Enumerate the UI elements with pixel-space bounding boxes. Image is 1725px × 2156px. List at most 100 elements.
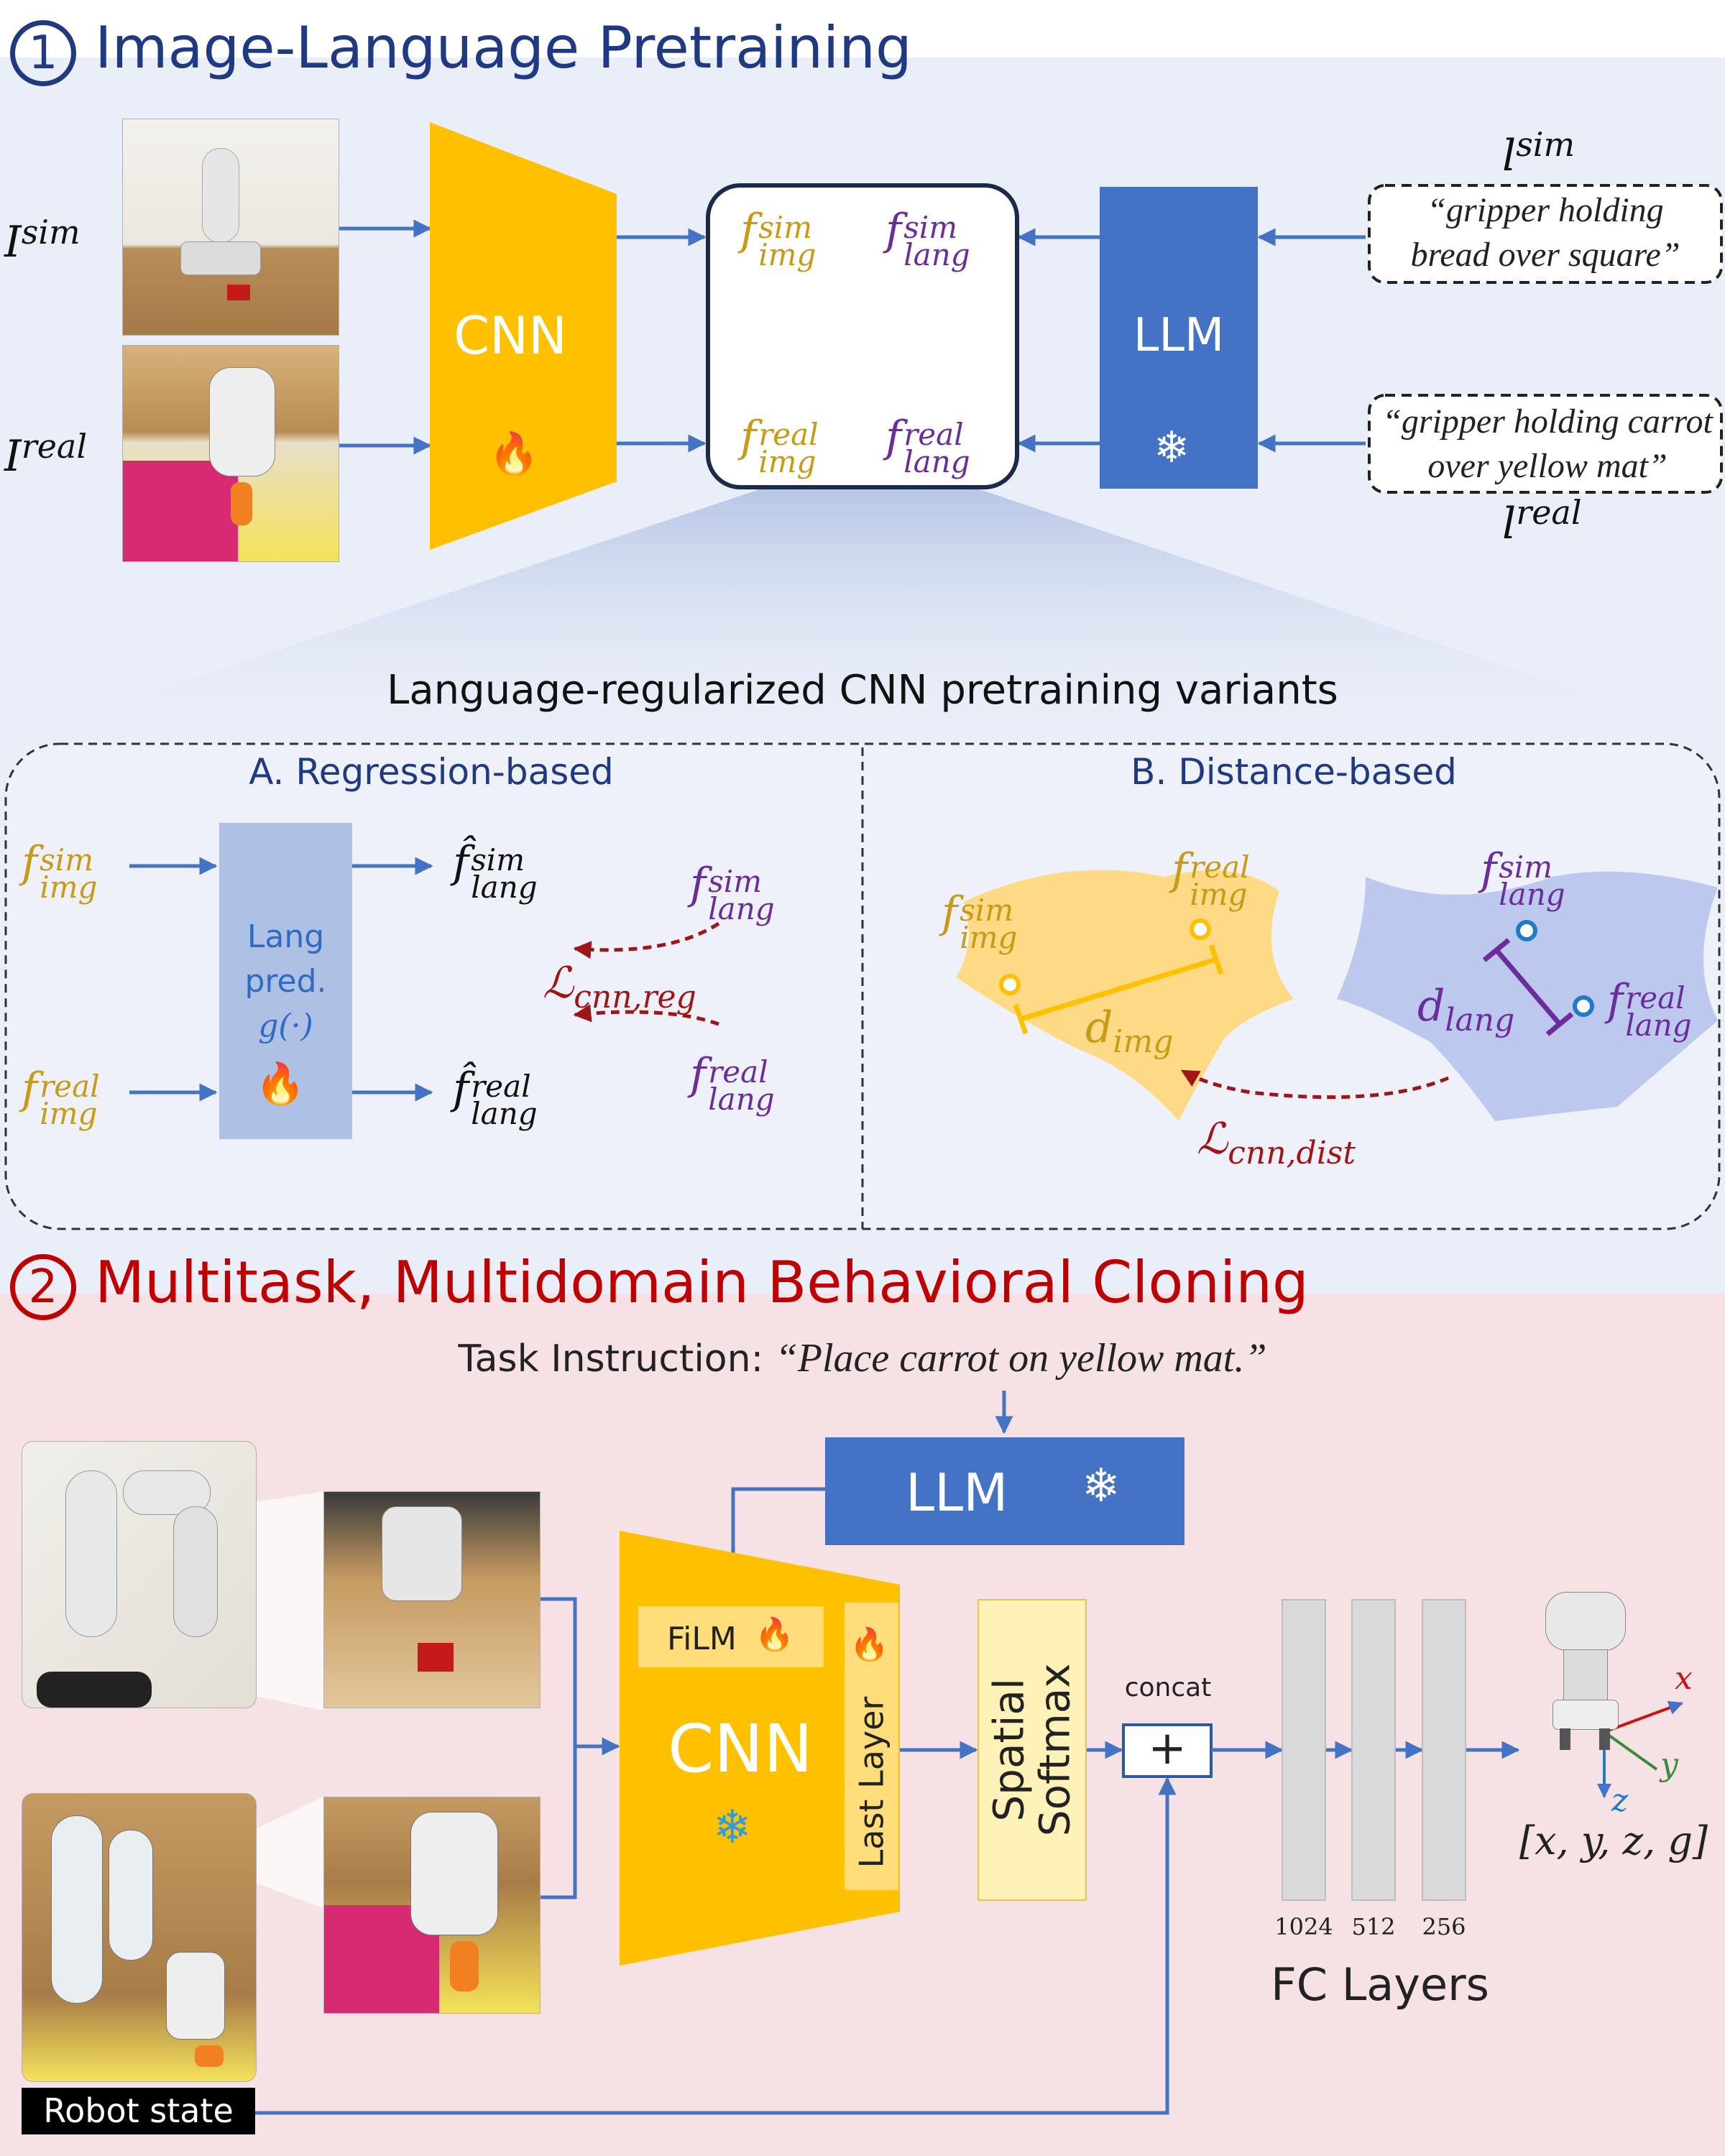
bc-llm-label: LLM — [906, 1462, 1008, 1523]
concat-label: concat — [1124, 1673, 1212, 1703]
fc-layer-512 — [1351, 1599, 1396, 1901]
section1-number: 1 — [28, 27, 58, 80]
real-caption-text: “gripper holding carrot over yellow mat” — [1382, 402, 1713, 486]
features-box — [706, 183, 1019, 489]
bc-cnn-label: CNN — [668, 1710, 813, 1787]
lang-pred-block — [219, 823, 352, 1139]
last-layer-label: Last Layer — [852, 1696, 891, 1869]
last-layer-fire-icon: 🔥 — [850, 1627, 889, 1662]
pretrain-cnn-label: CNN — [454, 305, 567, 366]
lang-pred-line1: Lang — [247, 918, 325, 955]
section2-number: 2 — [28, 1261, 58, 1314]
d-lang-bar — [1494, 948, 1562, 1026]
spatial-softmax-block — [978, 1599, 1087, 1901]
language-feature-surface — [1337, 871, 1718, 1121]
zoom-wedge — [7, 489, 1725, 740]
arrow-sim-cam-to-cnn — [539, 1597, 620, 1756]
d-lang-label: dlang — [1417, 981, 1515, 1038]
fc-layer-1024 — [1282, 1599, 1326, 1901]
film-label: FiLM — [667, 1621, 737, 1657]
bc-cnn-snowflake-icon: ❄ — [713, 1801, 752, 1853]
section1-connectors — [4, 122, 1725, 1230]
distance-title: B. Distance-based — [1131, 751, 1457, 793]
real-camera-view — [323, 1797, 540, 2014]
sim-caption-text: “gripper holding bread over square” — [1410, 191, 1680, 275]
sim-caption-box — [1368, 184, 1723, 284]
film-block — [638, 1606, 824, 1667]
d-img-cap-a — [1013, 1003, 1029, 1035]
axis-x-label: x — [1675, 1660, 1693, 1697]
last-layer-label-wrap: Last Layer — [845, 1674, 898, 1890]
d-lang-cap-b — [1545, 1012, 1574, 1036]
task-instruction: Task Instruction: “Place carrot on yello… — [0, 1335, 1725, 1381]
real-img-point — [1190, 918, 1211, 940]
axis-z-label: z — [1611, 1782, 1629, 1819]
spatial-softmax-line1: Spatial — [984, 1678, 1034, 1822]
lang-real-symbol: lreal — [1502, 493, 1582, 549]
loss-reg-arrow-bottom — [573, 1004, 719, 1026]
regression-title: A. Regression-based — [249, 751, 614, 793]
action-output-label: [x, y, z, g] — [1519, 1818, 1708, 1864]
cnn-trainable-fire-icon: 🔥 — [489, 430, 539, 476]
concat-plus: + — [1148, 1722, 1187, 1775]
loss-dist-arrow — [1180, 1069, 1449, 1100]
real-robot-full-photo — [22, 1793, 257, 2082]
d-lang-cap-a — [1482, 938, 1511, 962]
real-lang-point — [1573, 995, 1594, 1017]
sim-img-point — [999, 974, 1021, 995]
sim-robot-photo — [122, 119, 339, 336]
last-layer-block — [845, 1603, 898, 1890]
pretrain-llm-block — [1100, 187, 1258, 489]
real-robot-photo — [122, 345, 339, 562]
lang-sim-symbol: lsim — [1502, 125, 1576, 181]
lang-pred-line3: g(·) — [258, 1008, 313, 1044]
variants-title: Language-regularized CNN pretraining var… — [387, 667, 1338, 714]
section2-title: Multitask, Multidomain Behavioral Clonin… — [95, 1249, 1309, 1316]
sim-robot-full-photo — [22, 1441, 257, 1708]
arrow-robot-state-to-concat — [252, 1777, 1177, 2115]
fc-size-256: 256 — [1422, 1913, 1466, 1940]
real-zoom-wedge — [255, 1797, 323, 1908]
section1-title: Image-Language Pretraining — [95, 14, 912, 81]
gripper-photo — [1531, 1585, 1646, 1750]
d-img-label: dimg — [1085, 1003, 1174, 1060]
bc-llm-block — [825, 1437, 1184, 1545]
img-real-symbol: Ireal — [4, 427, 88, 482]
loss-cnn-reg: ℒcnn,reg — [543, 958, 696, 1015]
y-axis-arrow — [1603, 1731, 1658, 1771]
loss-cnn-dist: ℒcnn,dist — [1197, 1114, 1356, 1171]
fc-layers-label: FC Layers — [1271, 1958, 1489, 2011]
sim-lang-point — [1516, 920, 1537, 941]
bc-llm-snowflake-icon: ❄ — [1082, 1460, 1121, 1511]
section1-number-badge: 1 — [10, 20, 76, 86]
cnn-trapezoid — [430, 122, 617, 550]
d-img-bar — [1019, 957, 1218, 1022]
sim-zoom-wedge — [255, 1491, 323, 1710]
lang-pred-line2: pred. — [244, 963, 327, 1000]
robot-state-label: Robot state — [22, 2088, 255, 2134]
axis-y-label: y — [1660, 1746, 1678, 1783]
fc-size-512: 512 — [1351, 1913, 1396, 1940]
img-sim-symbol: Isim — [4, 213, 80, 267]
lang-pred-fire-icon: 🔥 — [255, 1061, 305, 1106]
spatial-softmax-line2: Softmax — [1030, 1663, 1079, 1837]
sim-camera-view — [323, 1491, 540, 1708]
real-caption-box — [1368, 394, 1723, 494]
llm-frozen-snowflake-icon: ❄ — [1154, 423, 1190, 471]
section2-number-badge: 2 — [10, 1254, 76, 1320]
task-instruction-text: “Place carrot on yellow mat.” — [775, 1336, 1267, 1381]
fc-size-1024: 1024 — [1274, 1913, 1333, 1940]
arrow-real-cam-to-cnn — [539, 1746, 577, 1899]
